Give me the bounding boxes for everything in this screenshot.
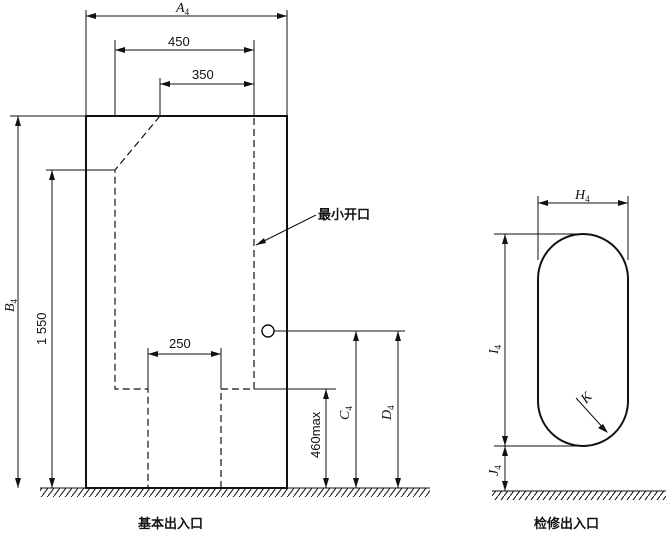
extension-lines-left xyxy=(10,10,405,389)
label-j: J xyxy=(487,469,502,476)
dimension-350: 350 xyxy=(160,67,254,87)
label-a-sub: 4 xyxy=(185,7,190,17)
extension-lines-right xyxy=(494,196,629,447)
label-b: B xyxy=(3,303,18,312)
label-k: K xyxy=(578,389,596,407)
ground-left xyxy=(40,487,430,497)
dim-1550-text: 1 550 xyxy=(34,312,49,345)
label-c-sub: 4 xyxy=(344,406,354,411)
caption-basic: 基本出入口 xyxy=(137,516,203,532)
svg-text:J4: J4 xyxy=(487,465,503,476)
svg-text:H4: H4 xyxy=(574,188,590,204)
label-j-sub: 4 xyxy=(493,465,503,470)
svg-text:I4: I4 xyxy=(487,344,503,355)
dimension-1550: 1 550 xyxy=(34,170,55,488)
dimension-250: 250 xyxy=(148,336,221,357)
dimension-d4: D4 xyxy=(380,331,401,488)
dimension-k-radius: K xyxy=(575,389,608,433)
ground-right xyxy=(492,490,666,500)
outer-frame xyxy=(85,115,288,489)
dimension-b4: B4 xyxy=(3,116,21,488)
label-i-sub: 4 xyxy=(493,344,503,349)
dim-460max-text: 460max xyxy=(308,411,323,458)
basic-access-opening: A4 450 350 250 B4 xyxy=(3,1,430,532)
dimension-450: 450 xyxy=(115,34,254,53)
dimension-j4: J4 xyxy=(487,446,508,491)
label-i: I xyxy=(487,348,502,355)
service-access-opening: H4 I4 J4 K 检修出入口 xyxy=(487,188,666,532)
label-c: C xyxy=(338,410,353,420)
svg-text:A4: A4 xyxy=(175,1,190,17)
leader-minimum-opening: 最小开口 xyxy=(255,208,370,246)
dim-350-text: 350 xyxy=(192,67,214,82)
dimension-c4: C4 xyxy=(338,331,359,488)
service-opening-outline xyxy=(537,233,629,447)
label-h: H xyxy=(574,188,586,203)
minimum-opening-outline xyxy=(114,115,255,488)
minimum-opening-label: 最小开口 xyxy=(318,208,370,223)
label-d: D xyxy=(380,410,395,421)
label-a: A xyxy=(175,1,185,16)
dim-250-text: 250 xyxy=(169,336,191,351)
label-b-sub: 4 xyxy=(9,298,19,303)
dimension-a4: A4 xyxy=(86,1,287,19)
label-d-sub: 4 xyxy=(386,405,396,410)
svg-text:D4: D4 xyxy=(380,405,396,421)
svg-text:B4: B4 xyxy=(3,298,19,312)
svg-text:C4: C4 xyxy=(338,406,354,420)
dim-450-text: 450 xyxy=(168,34,190,49)
dimension-i4: I4 xyxy=(487,234,508,446)
dimension-h4: H4 xyxy=(538,188,628,206)
dimension-460max: 460max xyxy=(308,389,329,488)
door-handle-icon xyxy=(261,324,275,338)
label-h-sub: 4 xyxy=(585,194,590,204)
caption-service: 检修出入口 xyxy=(534,516,599,532)
